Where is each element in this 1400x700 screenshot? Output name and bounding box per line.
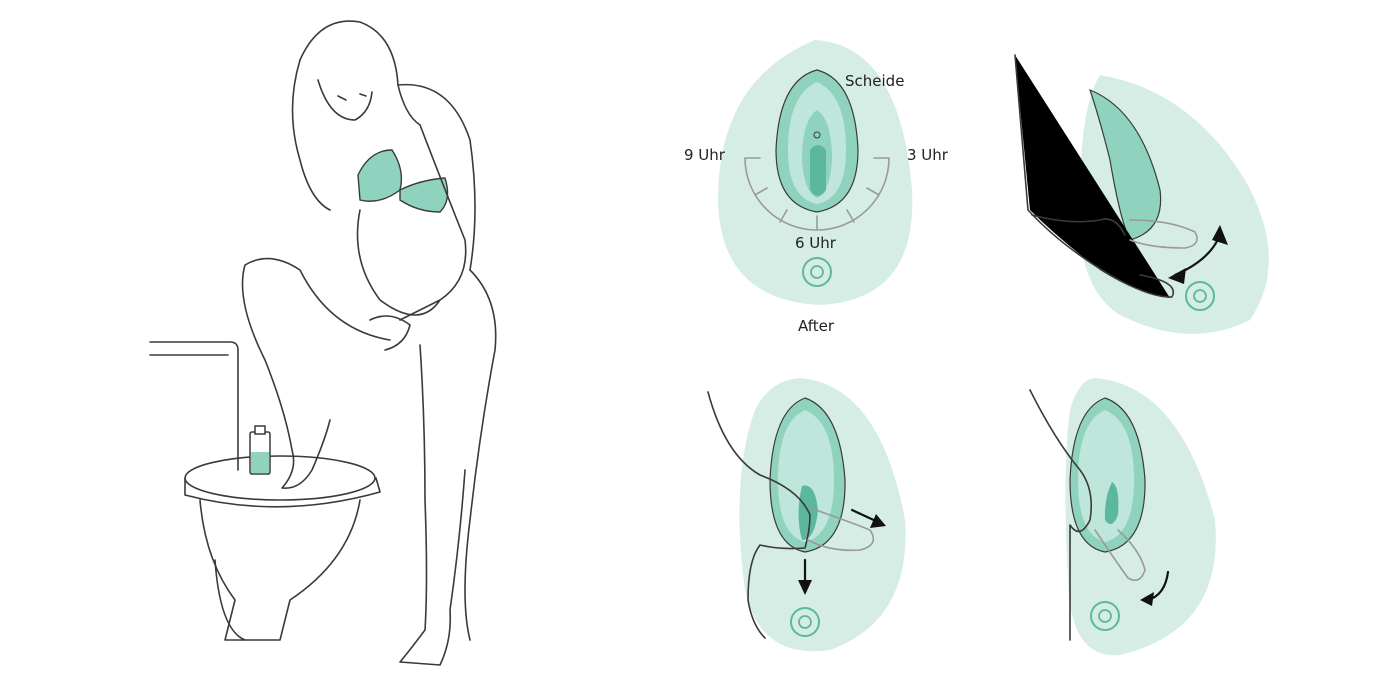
anus-symbol-icon [802,257,832,287]
label-6-oclock: 6 Uhr [795,234,836,252]
woman-figure-icon [149,20,497,666]
diagram-clock-positions [718,40,913,305]
label-9-oclock: 9 Uhr [684,146,725,164]
diagram-insertion [1014,54,1269,334]
curved-arrow-icon [1168,225,1228,284]
label-3-oclock: 3 Uhr [907,146,948,164]
label-anus: After [798,317,835,335]
curved-arrow-icon [798,508,886,595]
oil-bottle-icon [249,425,271,475]
label-vagina: Scheide [845,72,905,90]
anus-symbol-icon [1090,601,1120,631]
anus-symbol-icon [790,607,820,637]
diagram-sweep [1029,378,1216,656]
toilet-icon [149,341,381,641]
diagram-stretch-down [707,378,906,652]
anus-symbol-icon [1185,281,1215,311]
curved-arrow-icon [1140,570,1170,606]
